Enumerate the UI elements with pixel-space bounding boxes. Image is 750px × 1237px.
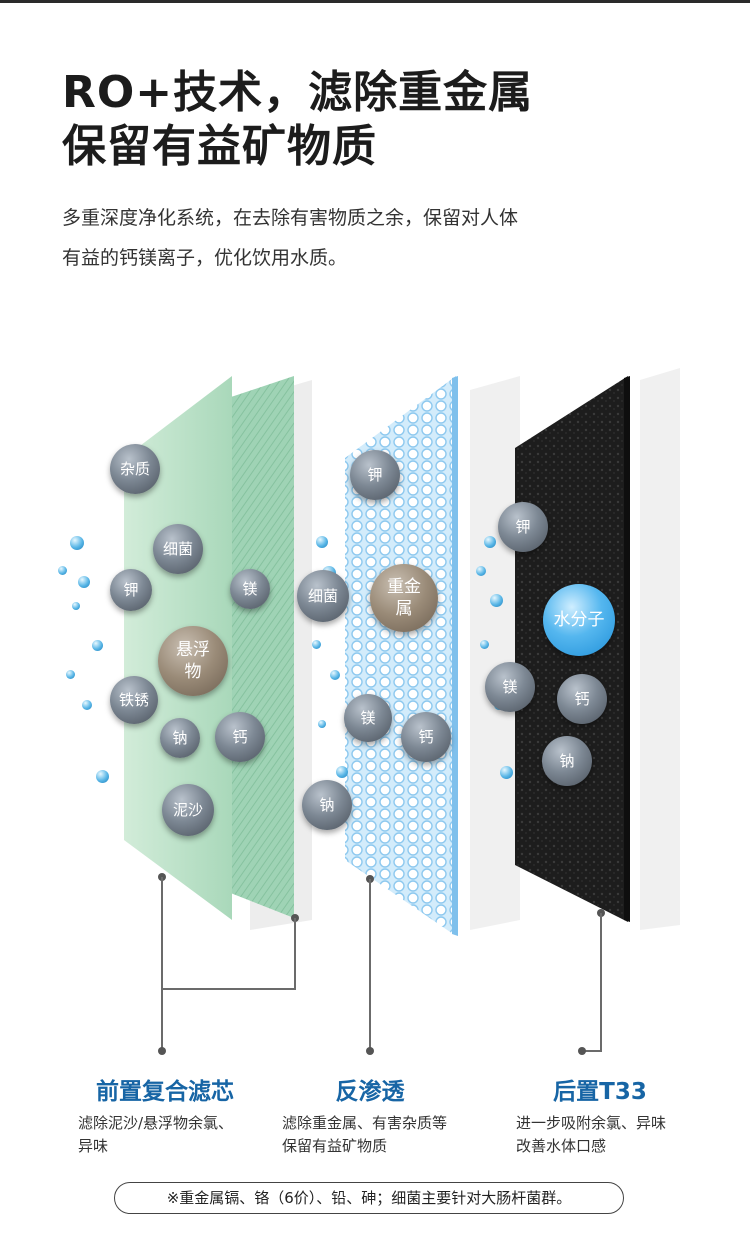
water-droplet [500,766,513,779]
leader-line [600,913,602,1051]
water-droplet [312,640,321,649]
prefilter-desc-line-1: 滤除泥沙/悬浮物余氯、 [78,1114,234,1132]
ro-membrane-sheet [345,376,456,936]
leader-line [369,879,371,1051]
prefilter-description: 滤除泥沙/悬浮物余氯、 异味 [78,1112,233,1158]
ro-description: 滤除重金属、有害杂质等 保留有益矿物质 [282,1112,447,1158]
page-title: RO+技术，滤除重金属 保留有益矿物质 [62,66,533,174]
particle-calcium: 钙 [215,712,265,762]
leader-line [294,918,296,989]
particle-magnesium: 镁 [230,569,270,609]
water-droplet [82,700,92,710]
particle-bacteria: 细菌 [297,570,349,622]
particle-rust: 铁锈 [110,676,158,724]
leader-line [161,988,296,990]
description-line-2: 有益的钙镁离子，优化饮用水质。 [62,247,348,269]
page-description: 多重深度净化系统，在去除有害物质之余，保留对人体 有益的钙镁离子，优化饮用水质。 [62,198,702,278]
particle-sediment: 泥沙 [162,784,214,836]
water-droplet [330,670,340,680]
post-filter-heading: 后置T33 [553,1079,647,1105]
particle-calcium: 钙 [401,712,451,762]
water-droplet [72,602,80,610]
leader-line [161,877,163,1051]
carbon-sheet-edge [624,376,630,922]
ro-heading: 反渗透 [335,1079,405,1105]
leader-dot [366,1047,374,1055]
post-desc-line-2: 改善水体口感 [516,1137,607,1155]
water-droplet [490,594,503,607]
particle-sodium: 钠 [542,736,592,786]
leader-dot [578,1047,586,1055]
leader-line [582,1050,602,1052]
footnote-pill: ※重金属镉、铬（6价）、铅、砷；细菌主要针对大肠杆菌群。 [114,1182,624,1214]
particle-bacteria: 细菌 [153,524,203,574]
particle-magnesium: 镁 [344,694,392,742]
particle-potassium: 钾 [110,569,152,611]
description-line-1: 多重深度净化系统，在去除有害物质之余，保留对人体 [62,207,519,229]
water-droplet [58,566,67,575]
particle-magnesium: 镁 [485,662,535,712]
water-droplet [476,566,486,576]
carbon-shadow [640,368,680,930]
prefilter-back-sheet [228,376,294,918]
particle-heavy-metal: 重金属 [370,564,438,632]
particle-water-molecule: 水分子 [543,584,615,656]
water-droplet [318,720,326,728]
top-divider [0,0,750,3]
ro-desc-line-1: 滤除重金属、有害杂质等 [282,1114,448,1132]
water-droplet [70,536,84,550]
water-droplet [336,766,348,778]
title-line-1: RO+技术，滤除重金属 [62,67,534,118]
water-droplet [78,576,90,588]
ro-desc-line-2: 保留有益矿物质 [282,1137,388,1155]
particle-impurity: 杂质 [110,444,160,494]
particle-suspended-matter: 悬浮物 [158,626,228,696]
water-droplet [92,640,103,651]
particle-calcium: 钙 [557,674,607,724]
water-droplet [66,670,75,679]
leader-dot [158,1047,166,1055]
filter-sheets-graphic [124,368,680,936]
water-droplet [480,640,489,649]
particle-sodium: 钠 [302,780,352,830]
prefilter-heading: 前置复合滤芯 [96,1079,234,1105]
filter-layers-illustration: 杂质 细菌 钾 镁 悬浮物 铁锈 钠 钙 泥沙 钾 细菌 重金属 镁 钙 钠 钾… [0,340,750,1080]
post-desc-line-1: 进一步吸附余氯、异味 [516,1114,667,1132]
water-droplet [484,536,496,548]
water-droplet [316,536,328,548]
prefilter-desc-line-2: 异味 [78,1137,109,1155]
post-filter-description: 进一步吸附余氯、异味 改善水体口感 [516,1112,666,1158]
particle-sodium: 钠 [160,718,200,758]
water-droplet [96,770,109,783]
title-line-2: 保留有益矿物质 [62,121,377,172]
particle-potassium: 钾 [350,450,400,500]
particle-potassium: 钾 [498,502,548,552]
ro-shadow [470,376,520,930]
ro-membrane-edge [452,376,458,936]
